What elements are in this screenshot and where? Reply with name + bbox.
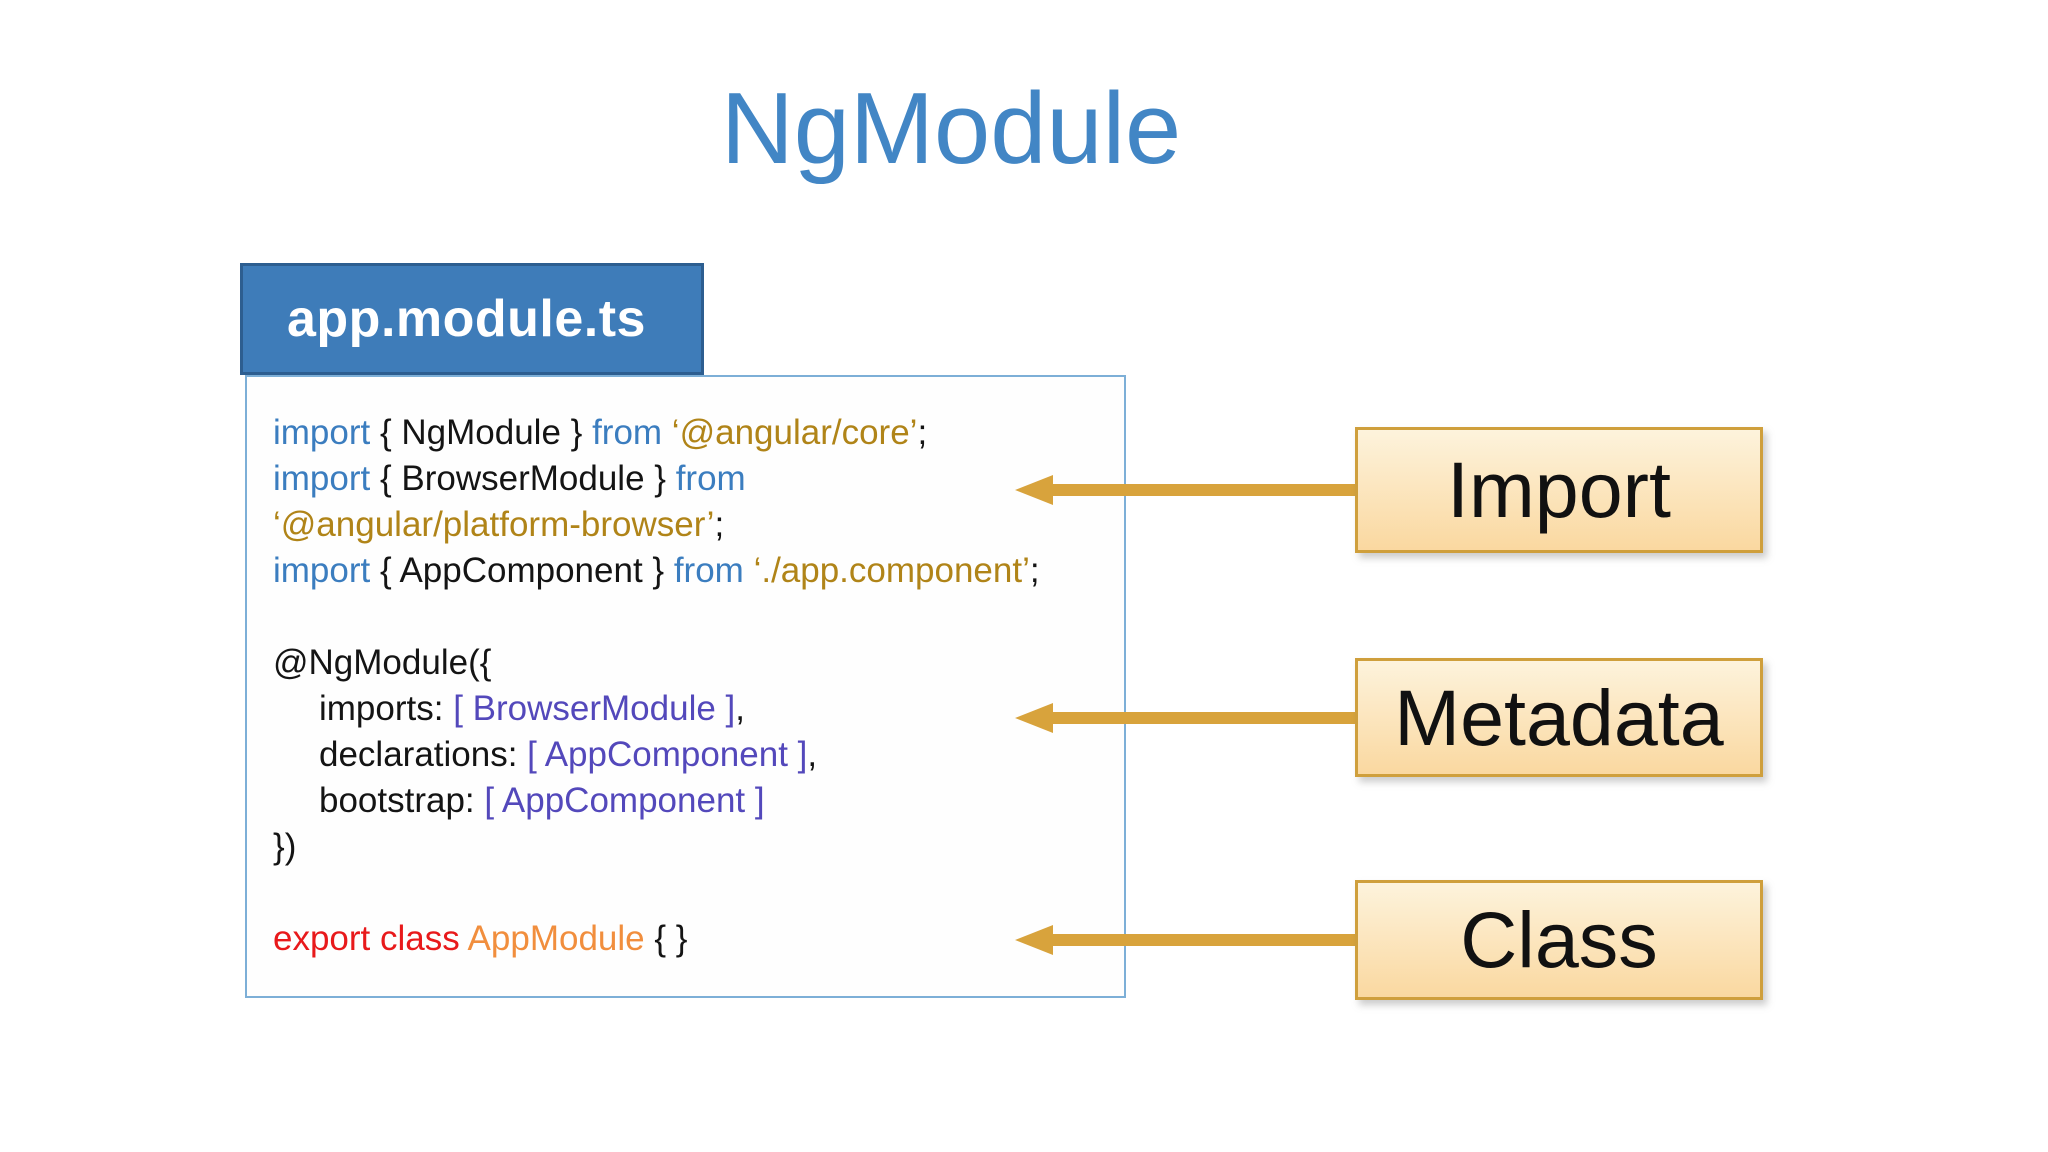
code-line: imports: [ BrowserModule ], (319, 689, 745, 728)
class-label: Class (1460, 895, 1658, 984)
import-label-box: Import (1355, 427, 1763, 553)
arrow-left-head-icon (1015, 925, 1053, 955)
file-tab-label: app.module.ts (287, 290, 646, 348)
code-line: }) (273, 827, 297, 866)
metadata-label-box: Metadata (1355, 658, 1763, 777)
arrow-left-head-icon (1015, 703, 1053, 733)
code-block: import { NgModule } from ‘@angular/core’… (247, 377, 1124, 996)
import-label: Import (1447, 445, 1671, 534)
class-arrow (1015, 925, 1355, 955)
page-title: NgModule (720, 73, 1182, 185)
code-line: import { NgModule } from ‘@angular/core’… (273, 413, 928, 452)
code-line: export class AppModule { } (273, 919, 688, 958)
code-line: import { BrowserModule } from (273, 459, 746, 498)
code-line (273, 594, 1114, 640)
class-label-box: Class (1355, 880, 1763, 1000)
code-line: @NgModule({ (273, 643, 492, 682)
code-line: import { AppComponent } from ‘./app.comp… (273, 551, 1040, 590)
code-line: bootstrap: [ AppComponent ] (319, 781, 765, 820)
metadata-label: Metadata (1394, 672, 1724, 762)
code-line: ‘@angular/platform-browser’; (273, 505, 725, 544)
code-box: import { NgModule } from ‘@angular/core’… (245, 375, 1126, 998)
import-arrow (1015, 475, 1355, 505)
code-line (273, 870, 1114, 916)
arrow-left-head-icon (1015, 475, 1053, 505)
code-line: declarations: [ AppComponent ], (319, 735, 818, 774)
file-tab: app.module.ts (240, 263, 704, 375)
metadata-arrow (1015, 703, 1355, 733)
